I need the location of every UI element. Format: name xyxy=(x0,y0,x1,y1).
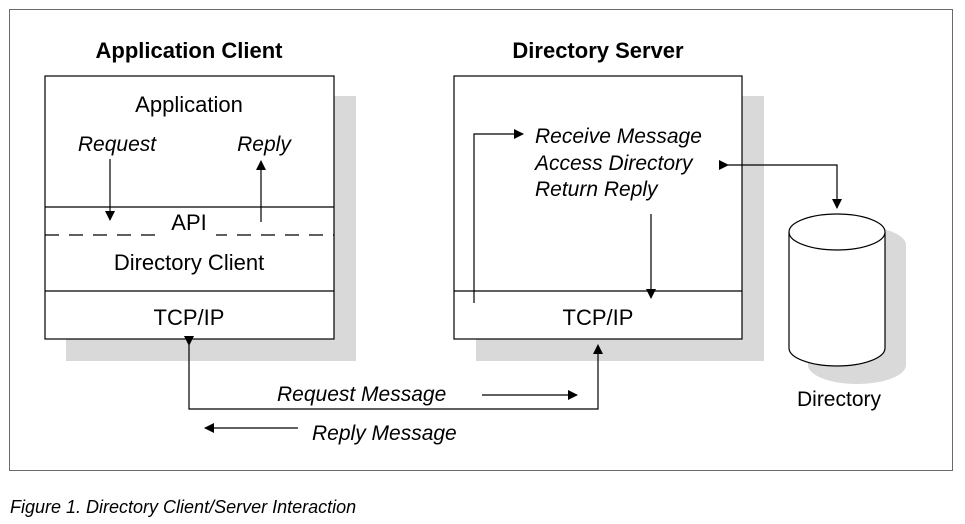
access-directory-label: Access Directory xyxy=(533,152,694,175)
receive-message-arrow xyxy=(473,129,524,303)
directory-cylinder-icon xyxy=(788,213,886,367)
figure-caption: Figure 1. Directory Client/Server Intera… xyxy=(10,497,357,517)
application-label: Application xyxy=(135,92,243,117)
return-reply-label: Return Reply xyxy=(535,178,659,201)
client-tcpip-label: TCP/IP xyxy=(154,305,225,330)
directory-label: Directory xyxy=(797,388,882,411)
client-title: Application Client xyxy=(96,38,284,63)
api-label-mask xyxy=(164,209,216,239)
figure-frame xyxy=(9,9,953,471)
server-title: Directory Server xyxy=(512,38,684,63)
directory-client-label: Directory Client xyxy=(114,250,264,275)
reply-label: Reply xyxy=(237,133,292,156)
reply-message-label: Reply Message xyxy=(312,422,457,445)
server-tcpip-label: TCP/IP xyxy=(563,305,634,330)
receive-message-label: Receive Message xyxy=(535,125,702,148)
tcpip-connection-line xyxy=(184,336,603,410)
api-label: API xyxy=(171,210,206,235)
directory-access-arrow xyxy=(719,160,842,209)
request-message-label: Request Message xyxy=(277,383,446,406)
server-box xyxy=(453,75,743,340)
request-label: Request xyxy=(78,133,157,156)
